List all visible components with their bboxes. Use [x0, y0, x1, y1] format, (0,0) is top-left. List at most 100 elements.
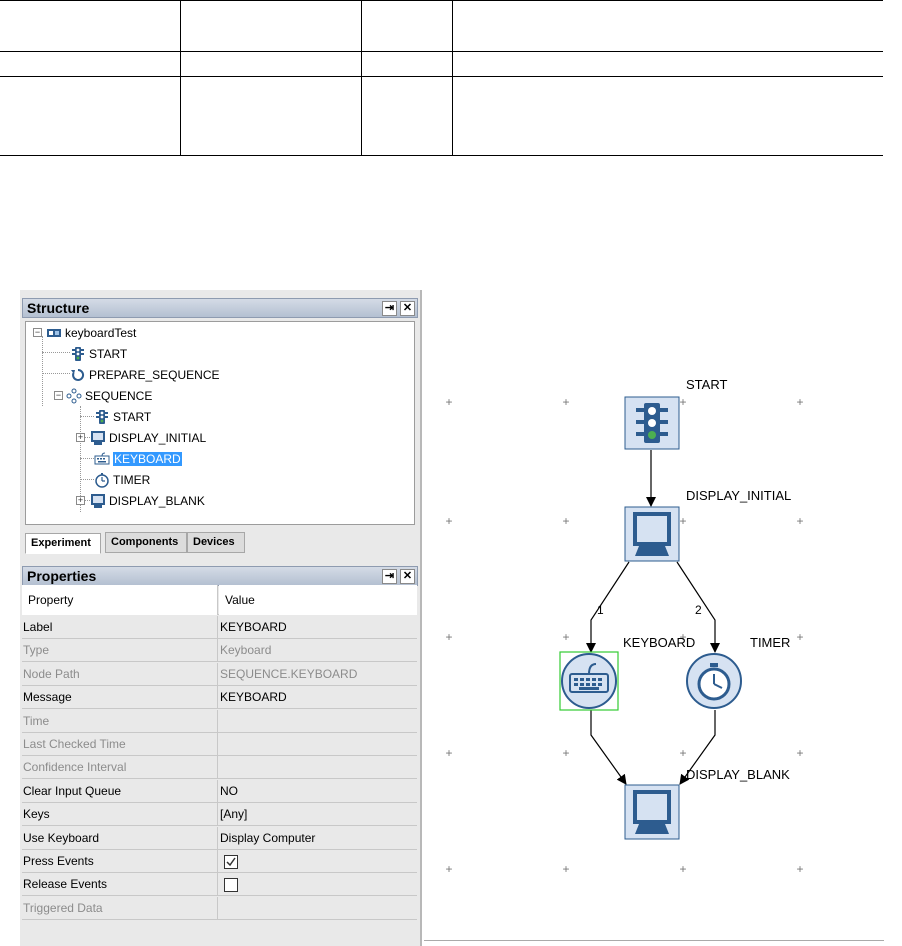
grid-marker: +: [796, 862, 804, 876]
tab-experiment[interactable]: Experiment: [25, 533, 101, 554]
tree-item-keyboard[interactable]: KEYBOARD: [94, 449, 182, 467]
flow-diagram-canvas[interactable]: ++++++++++++++++++++: [424, 290, 884, 946]
node-label-timer: TIMER: [750, 635, 791, 650]
grid-marker: +: [796, 630, 804, 644]
close-icon[interactable]: ✕: [400, 301, 415, 316]
tree-item-sequence[interactable]: SEQUENCE: [66, 386, 152, 404]
collapse-toggle[interactable]: −: [33, 327, 42, 337]
property-name: Press Events: [22, 850, 218, 873]
property-row[interactable]: Time: [22, 709, 417, 733]
node-timer[interactable]: [686, 653, 742, 709]
tree-item-timer[interactable]: TIMER: [94, 470, 150, 488]
table-rule: [0, 76, 883, 77]
grid-marker: +: [562, 862, 570, 876]
grid-marker: +: [796, 395, 804, 409]
sequence-icon: [66, 388, 82, 404]
grid-marker: +: [562, 746, 570, 760]
grid-marker: +: [445, 514, 453, 528]
property-value[interactable]: KEYBOARD: [220, 620, 287, 634]
branch-label-1: 1: [597, 603, 604, 617]
property-row[interactable]: Release Events: [22, 873, 417, 897]
tree-item-keyboardtest[interactable]: keyboardTest: [46, 323, 136, 341]
tree-item-display-blank[interactable]: DISPLAY_BLANK: [90, 491, 205, 509]
table-border-bottom: [0, 155, 883, 156]
node-display-initial[interactable]: [624, 506, 680, 562]
property-row[interactable]: Press Events: [22, 850, 417, 873]
property-name: Confidence Interval: [22, 756, 218, 780]
property-value[interactable]: NO: [220, 783, 238, 798]
check-icon: [226, 857, 236, 866]
edge-display-initial-to-keyboard: [586, 561, 630, 653]
property-row[interactable]: Triggered Data: [22, 896, 417, 920]
property-value[interactable]: KEYBOARD: [220, 690, 287, 705]
column-header-property[interactable]: Property: [22, 585, 218, 615]
traffic-light-icon: [72, 346, 84, 361]
dock-pin-icon[interactable]: ⇥: [382, 569, 397, 584]
close-icon[interactable]: ✕: [400, 569, 415, 584]
property-name: Last Checked Time: [22, 733, 218, 756]
keyboard-icon: [569, 663, 609, 693]
edge-display-initial-to-timer: [676, 561, 720, 653]
grid-marker: +: [679, 746, 687, 760]
property-name: Release Events: [22, 873, 218, 897]
tree-item-display-initial[interactable]: DISPLAY_INITIAL: [90, 428, 206, 446]
keyboard-icon: [94, 452, 110, 465]
grid-marker: +: [562, 395, 570, 409]
monitor-icon: [91, 430, 105, 445]
grid-marker: +: [679, 395, 687, 409]
collapse-toggle[interactable]: −: [54, 390, 63, 400]
property-name: Type: [22, 639, 218, 663]
node-label-keyboard: KEYBOARD: [623, 635, 696, 650]
grid-marker: +: [445, 746, 453, 760]
grid-marker: +: [679, 514, 687, 528]
property-value[interactable]: [Any]: [220, 807, 248, 822]
property-value: [219, 733, 417, 756]
property-value: [219, 897, 417, 920]
property-row[interactable]: Last Checked Time: [22, 733, 417, 756]
tree-item-prepare-sequence[interactable]: PREPARE_SEQUENCE: [70, 365, 219, 383]
monitor-icon: [633, 512, 671, 556]
property-row[interactable]: Keys[Any]: [22, 803, 417, 827]
property-name: Node Path: [22, 662, 218, 686]
flow-connectors: [559, 396, 742, 840]
monitor-icon: [91, 493, 105, 508]
dock-pin-icon[interactable]: ⇥: [382, 301, 397, 316]
column-header-value[interactable]: Value: [219, 585, 417, 615]
expand-toggle[interactable]: +: [76, 432, 85, 442]
edge-timer-to-display-blank: [679, 710, 716, 785]
structure-panel-header: Structure ⇥ ✕: [22, 298, 418, 318]
property-value[interactable]: Display Computer: [220, 830, 316, 845]
expand-toggle[interactable]: +: [76, 495, 85, 505]
checkbox-checked[interactable]: [224, 854, 238, 869]
properties-header-row: Property Value: [22, 585, 417, 615]
property-value: Keyboard: [220, 643, 272, 658]
structure-tree[interactable]: − − + + keyboardTest START PREPARE_SEQUE…: [25, 321, 415, 525]
tree-item-start[interactable]: START: [70, 344, 127, 362]
property-value[interactable]: [219, 873, 417, 896]
property-row[interactable]: Confidence Interval: [22, 756, 417, 780]
property-value[interactable]: [219, 850, 417, 873]
tab-components[interactable]: Components: [105, 532, 187, 553]
property-name: Time: [22, 709, 218, 733]
tab-devices[interactable]: Devices: [187, 532, 245, 553]
experiment-icon: [47, 328, 61, 337]
property-name: Label: [22, 616, 218, 639]
property-name: Use Keyboard: [22, 826, 218, 850]
refresh-icon: [71, 368, 85, 381]
grid-marker: +: [679, 630, 687, 644]
node-display-blank[interactable]: [624, 784, 680, 840]
grid-marker: +: [445, 630, 453, 644]
tree-item-start[interactable]: START: [94, 407, 151, 425]
node-keyboard[interactable]: [559, 651, 619, 711]
checkbox-unchecked[interactable]: [224, 878, 238, 893]
property-name: Message: [22, 686, 218, 710]
grid-marker: +: [679, 862, 687, 876]
node-label-display-blank: DISPLAY_BLANK: [686, 767, 790, 782]
node-start[interactable]: [624, 396, 680, 450]
